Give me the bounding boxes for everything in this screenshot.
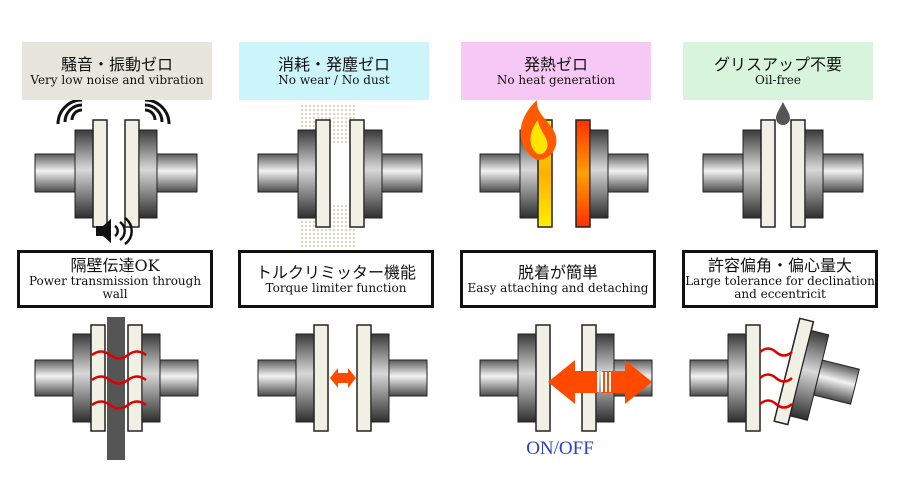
- attach-title: 脱着が簡単: [517, 262, 598, 282]
- panel-oil-header: グリスアップ不要 Oil-free: [683, 42, 873, 100]
- panel-torque-label: トルクリミッター機能 Torque limiter function: [238, 250, 434, 308]
- partition-wall: [107, 317, 125, 460]
- coupling-oil-free: [702, 102, 864, 228]
- dust-title: 消耗・発塵ゼロ: [277, 54, 390, 74]
- noise-subtitle: Very low noise and vibration: [30, 72, 204, 87]
- coupling-through-wall: [34, 317, 199, 460]
- flame-icon: [520, 100, 557, 160]
- panel-declination-label: 許容偏角・偏心量大 Large tolerance for declinatio…: [682, 250, 878, 308]
- panel-attach-label: 脱着が簡単 Easy attaching and detaching: [460, 250, 656, 308]
- attach-subtitle: Easy attaching and detaching: [467, 280, 649, 295]
- torque-title: トルクリミッター機能: [255, 262, 416, 282]
- speaker-icon: [96, 216, 133, 246]
- oil-drop-icon: [776, 102, 790, 125]
- coupling-attach-detach: [479, 324, 653, 432]
- declination-title: 許容偏角・偏心量大: [707, 256, 852, 275]
- oil-subtitle: Oil-free: [755, 72, 801, 87]
- heat-title: 発熱ゼロ: [523, 54, 588, 74]
- wall-title: 隔壁伝達OK: [70, 256, 160, 275]
- double-arrow-icon: [548, 360, 652, 404]
- panel-dust-header: 消耗・発塵ゼロ No wear / No dust: [239, 42, 429, 100]
- coupling-no-heat: [479, 100, 649, 228]
- oil-title: グリスアップ不要: [713, 54, 842, 74]
- coupling-noise: [34, 98, 198, 246]
- panel-wall-label: 隔壁伝達OK Power transmission through wall: [17, 250, 213, 308]
- panel-noise-header: 騒音・振動ゼロ Very low noise and vibration: [22, 42, 212, 100]
- coupling-torque-limiter: [257, 324, 428, 432]
- double-arrow-icon: [330, 368, 356, 388]
- sound-wave-icon: [56, 98, 171, 125]
- coupling-declination: [689, 317, 860, 432]
- heat-subtitle: No heat generation: [496, 72, 616, 87]
- magnetic-wave-icon: [91, 350, 147, 410]
- coupling-no-dust: [257, 103, 423, 247]
- torque-subtitle: Torque limiter function: [265, 280, 407, 295]
- declination-subtitle: Large tolerance for declination and ecce…: [685, 274, 875, 301]
- panel-heat-header: 発熱ゼロ No heat generation: [461, 42, 651, 100]
- on-off-label: ON/OFF: [526, 438, 594, 459]
- magnetic-wave-icon: [759, 347, 793, 409]
- noise-title: 騒音・振動ゼロ: [60, 54, 173, 74]
- wall-subtitle: Power transmission through wall: [28, 274, 202, 301]
- dust-subtitle: No wear / No dust: [278, 72, 390, 87]
